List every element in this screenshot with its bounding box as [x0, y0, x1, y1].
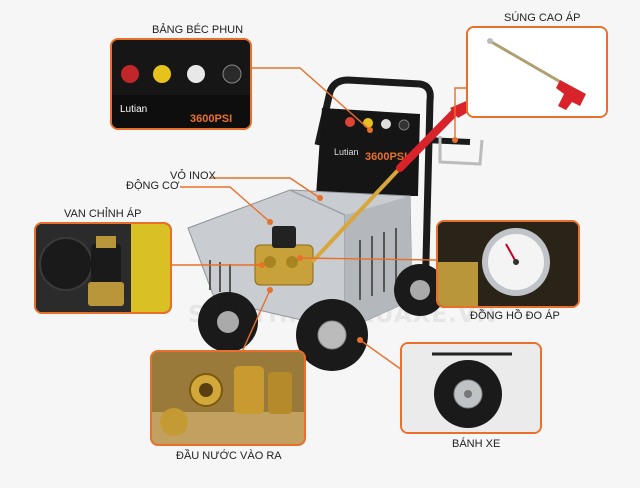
label-gauge: ĐỒNG HỒ ĐO ÁP: [470, 310, 560, 322]
panel-brand: Lutian: [334, 147, 359, 157]
detail-water-ports: [150, 350, 306, 446]
pressure-valve-photo: [36, 224, 170, 312]
label-housing: VỎ INOX: [170, 170, 216, 182]
nozzle-brand: Lutian: [120, 104, 147, 115]
label-pressure-valve: VAN CHỈNH ÁP: [64, 208, 142, 220]
detail-pressure-valve: [34, 222, 172, 314]
detail-gauge: [436, 220, 580, 308]
water-ports-photo: [152, 352, 304, 444]
label-nozzle-panel: BẢNG BÉC PHUN: [152, 24, 244, 36]
label-spray-gun: SÚNG CAO ÁP: [504, 12, 581, 24]
gauge-photo: [438, 222, 578, 306]
label-wheel: BÁNH XE: [452, 438, 501, 450]
nozzle-model: 3600PSI: [190, 113, 232, 125]
detail-nozzle-panel: Lutian 3600PSI: [110, 38, 252, 130]
detail-wheel: [400, 342, 542, 434]
nozzle-panel-photo: Lutian 3600PSI: [112, 40, 250, 128]
label-motor: ĐỘNG CƠ: [126, 180, 180, 192]
wheel-photo: [402, 344, 540, 432]
spray-gun-photo: [468, 28, 606, 116]
panel-model: 3600PSI: [365, 151, 407, 163]
label-water-ports: ĐẦU NƯỚC VÀO RA: [176, 450, 282, 462]
detail-spray-gun: [466, 26, 608, 118]
